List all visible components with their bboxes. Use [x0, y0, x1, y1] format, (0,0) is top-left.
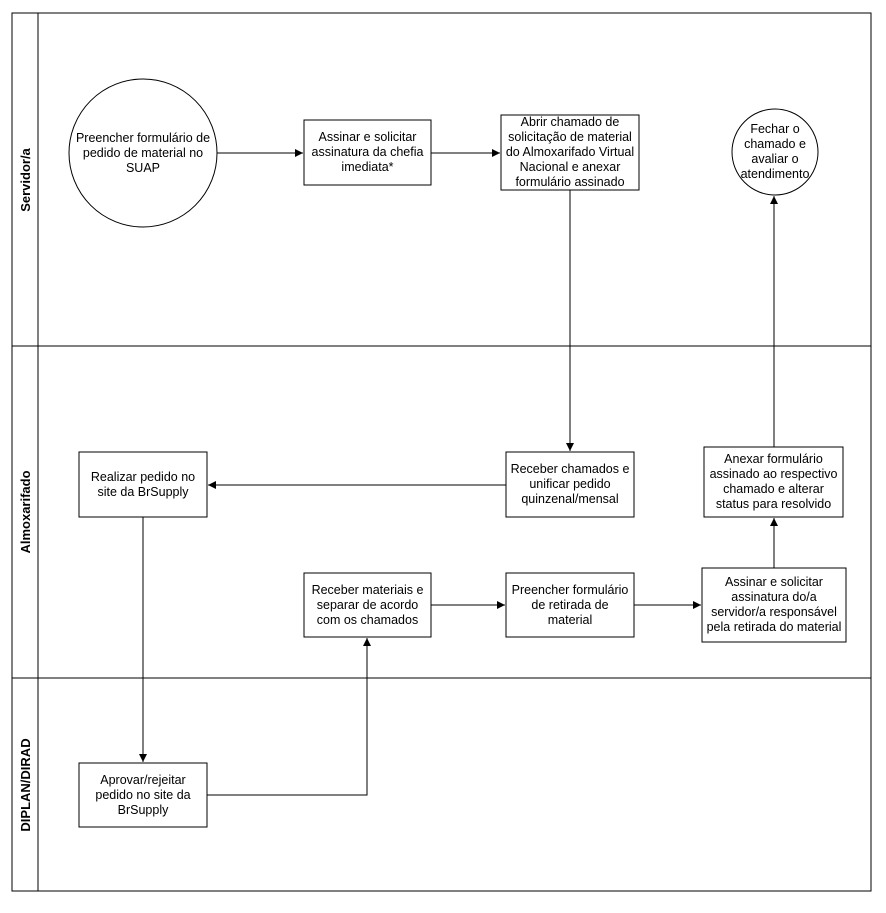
- node-abrir-chamado: Abrir chamado de solicitação de material…: [505, 115, 635, 189]
- node-preencher-formulario-pedido: Preencher formulário de pedido de materi…: [75, 130, 211, 175]
- node-fechar-chamado: Fechar o chamado e avaliar o atendimento: [740, 122, 810, 181]
- assinar-chefia-box: [303, 119, 432, 186]
- lane-label-diplan: DIPLAN/DIRAD: [18, 738, 33, 831]
- node-receber-materiais: Receber materiais e separar de acordo co…: [311, 582, 424, 627]
- assinar-retirada-box: [701, 567, 847, 643]
- node-anexar-formulario: Anexar formulário assinado ao respectivo…: [709, 452, 838, 511]
- end-node-circle: [731, 108, 819, 196]
- receber-materiais-box: [303, 572, 432, 638]
- aprovar-rejeitar-box: [78, 762, 208, 828]
- node-aprovar-rejeitar: Aprovar/rejeitar pedido no site da BrSup…: [95, 772, 191, 817]
- lane-label-almoxarifado: Almoxarifado: [18, 470, 33, 553]
- node-preencher-retirada: Preencher formulário de retirada de mate…: [511, 582, 629, 627]
- pool-border: [11, 12, 872, 892]
- node-receber-chamados: Receber chamados e unificar pedido quinz…: [510, 462, 630, 506]
- receber-chamados-box: [505, 451, 635, 518]
- node-assinar-solicitar-chefia: Assinar e solicitar assinatura da chefia…: [311, 130, 424, 174]
- abrir-chamado-box: [500, 114, 640, 191]
- node-realizar-pedido: Realizar pedido no site da BrSupply: [90, 469, 196, 499]
- arrow-aprovar-to-receber-materiais: [207, 638, 371, 796]
- realizar-pedido-box: [78, 451, 208, 518]
- lane-label-servidor: Servidor/a: [18, 147, 33, 211]
- node-assinar-retirada: Assinar e solicitar assinatura do/a serv…: [706, 575, 842, 634]
